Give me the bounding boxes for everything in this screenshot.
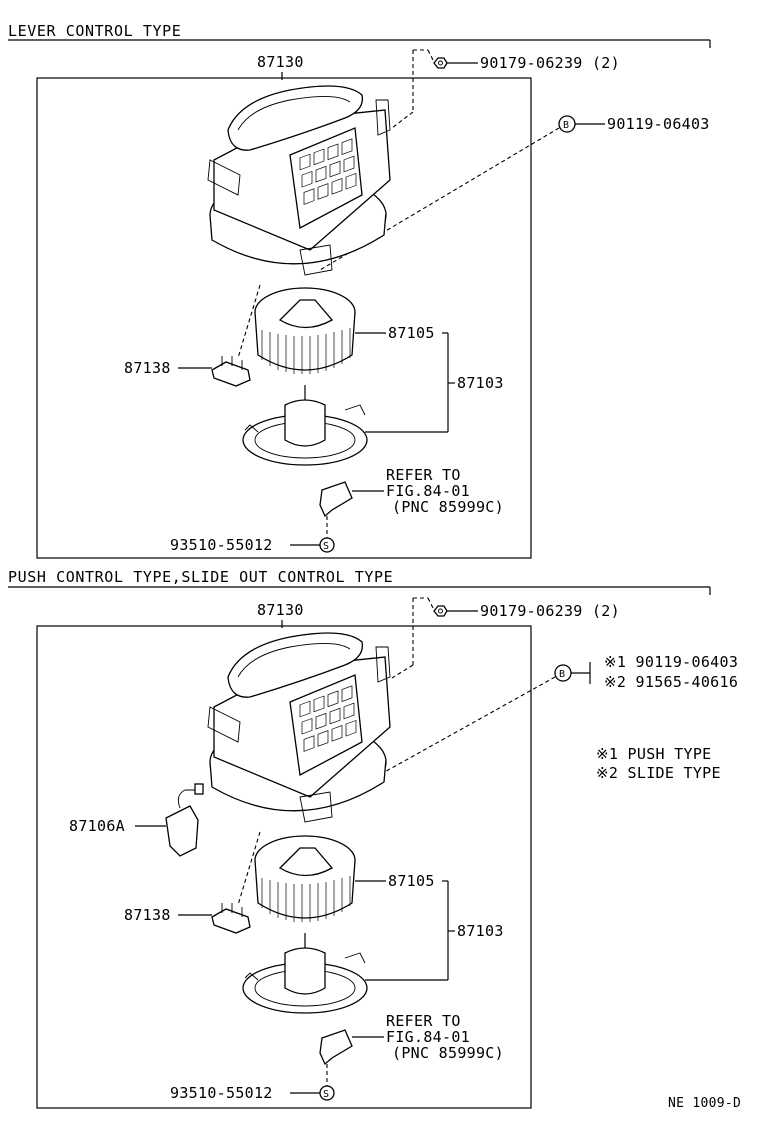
refer-text-3: (PNC 85999C)	[392, 1044, 504, 1062]
screw-part-label-2: ※2 91565-40616	[604, 673, 738, 691]
motor-assy-part-label: 87103	[457, 922, 504, 940]
fan-part-label: 87105	[388, 872, 435, 890]
blower-motor-drawing	[242, 385, 368, 466]
nut-part-label: 90179-06239 (2)	[480, 602, 620, 620]
blower-motor-drawing	[242, 933, 368, 1014]
svg-text:S: S	[323, 541, 329, 552]
nut-icon	[433, 57, 448, 69]
svg-text:B: B	[563, 120, 569, 131]
note-slide-type: ※2 SLIDE TYPE	[596, 764, 721, 782]
nut-part-label: 90179-06239 (2)	[480, 54, 620, 72]
screw-part-label: 90119-06403	[607, 115, 710, 133]
motor-assy-part-label: 87103	[457, 374, 504, 392]
refer-text-2: FIG.84-01	[386, 1028, 470, 1046]
clip-drawing	[319, 481, 353, 518]
screw-part-label-1: ※1 90119-06403	[604, 653, 738, 671]
section-frame	[36, 77, 532, 559]
fan-part-label: 87105	[388, 324, 435, 342]
bracket-part-label: 87138	[124, 359, 171, 377]
clip-drawing	[319, 1029, 353, 1066]
svg-text:B: B	[559, 669, 565, 680]
blower-fan-drawing	[254, 287, 356, 374]
blower-fan-drawing	[254, 835, 356, 922]
section-lever-control: LEVER CONTROL TYPE 87130 90179-06239 (2)…	[8, 22, 711, 559]
nut-icon	[433, 605, 448, 617]
refer-text-2: FIG.84-01	[386, 482, 470, 500]
bracket-drawing	[211, 361, 251, 387]
section-frame	[36, 625, 532, 1109]
refer-text-1: REFER TO	[386, 466, 461, 484]
resistor-drawing	[165, 783, 204, 857]
bracket-drawing	[211, 908, 251, 934]
figure-code: NE 1009-D	[668, 1096, 741, 1111]
blower-case-drawing	[207, 85, 391, 276]
bracket-part-label: 87138	[124, 906, 171, 924]
blower-case-drawing	[207, 632, 391, 823]
resistor-part-label: 87106A	[69, 817, 125, 835]
case-part-label: 87130	[257, 53, 304, 71]
section-header: LEVER CONTROL TYPE	[8, 22, 181, 40]
case-part-label: 87130	[257, 601, 304, 619]
note-push-type: ※1 PUSH TYPE	[596, 745, 712, 763]
screw-s-part-label: 93510-55012	[170, 1084, 273, 1102]
refer-text-1: REFER TO	[386, 1012, 461, 1030]
screw-s-part-label: 93510-55012	[170, 536, 273, 554]
refer-text-3: (PNC 85999C)	[392, 498, 504, 516]
svg-text:S: S	[323, 1089, 329, 1100]
section-header: PUSH CONTROL TYPE,SLIDE OUT CONTROL TYPE	[8, 568, 393, 586]
section-push-slide-control: PUSH CONTROL TYPE,SLIDE OUT CONTROL TYPE…	[8, 568, 738, 1109]
